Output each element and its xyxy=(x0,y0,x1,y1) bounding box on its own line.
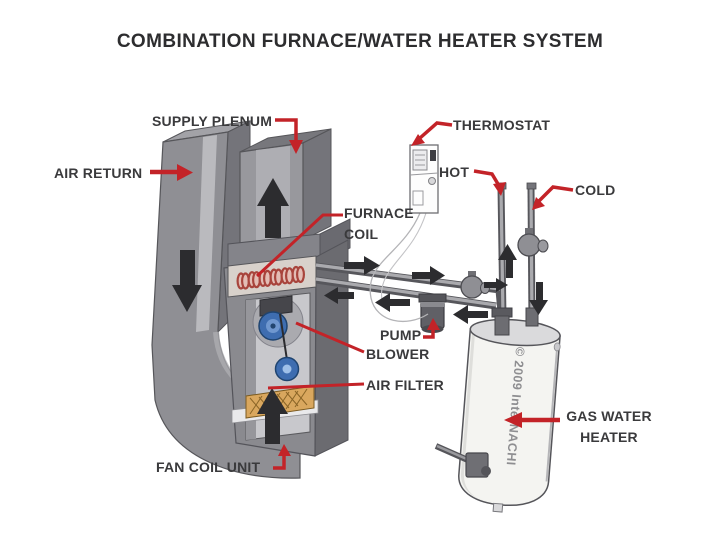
thermostat-wire xyxy=(369,212,429,322)
blower xyxy=(258,295,300,382)
gas-valve xyxy=(434,443,491,478)
cold-valve xyxy=(517,228,549,257)
thermostat xyxy=(369,144,439,322)
label-blower: BLOWER xyxy=(366,346,430,362)
air-return-flow-arrow xyxy=(172,250,202,312)
page-title: COMBINATION FURNACE/WATER HEATER SYSTEM xyxy=(116,31,604,52)
label-supply-plenum: SUPPLY PLENUM xyxy=(152,113,273,129)
tank-gauge-tube xyxy=(545,349,558,482)
drain-valve xyxy=(492,502,504,513)
label-air-return: AIR RETURN xyxy=(54,165,143,181)
label-fan-coil-unit: FAN COIL UNIT xyxy=(156,459,261,475)
tank-top-fittings xyxy=(491,307,539,336)
fan-coil-flow-arrow xyxy=(257,388,288,444)
water-heater-tank: © 2009 InterNACHI xyxy=(458,318,561,513)
fan-coil-unit xyxy=(223,239,349,457)
flow-arrows xyxy=(324,244,548,324)
label-gas-water-heater: GAS WATER HEATER xyxy=(566,408,652,445)
callout-connectors xyxy=(150,118,574,470)
label-air-filter: AIR FILTER xyxy=(366,377,444,393)
label-furnace-coil: FURNACE COIL xyxy=(344,205,414,242)
supply-flow-arrow xyxy=(257,178,289,238)
cold-pipe-cap xyxy=(526,182,537,190)
label-hot: HOT xyxy=(439,164,470,180)
label-cold: COLD xyxy=(575,182,616,198)
thermostat-wire xyxy=(381,212,427,301)
label-pump: PUMP xyxy=(380,327,422,343)
label-thermostat: THERMOSTAT xyxy=(453,117,551,133)
supply-plenum-duct xyxy=(227,128,351,274)
